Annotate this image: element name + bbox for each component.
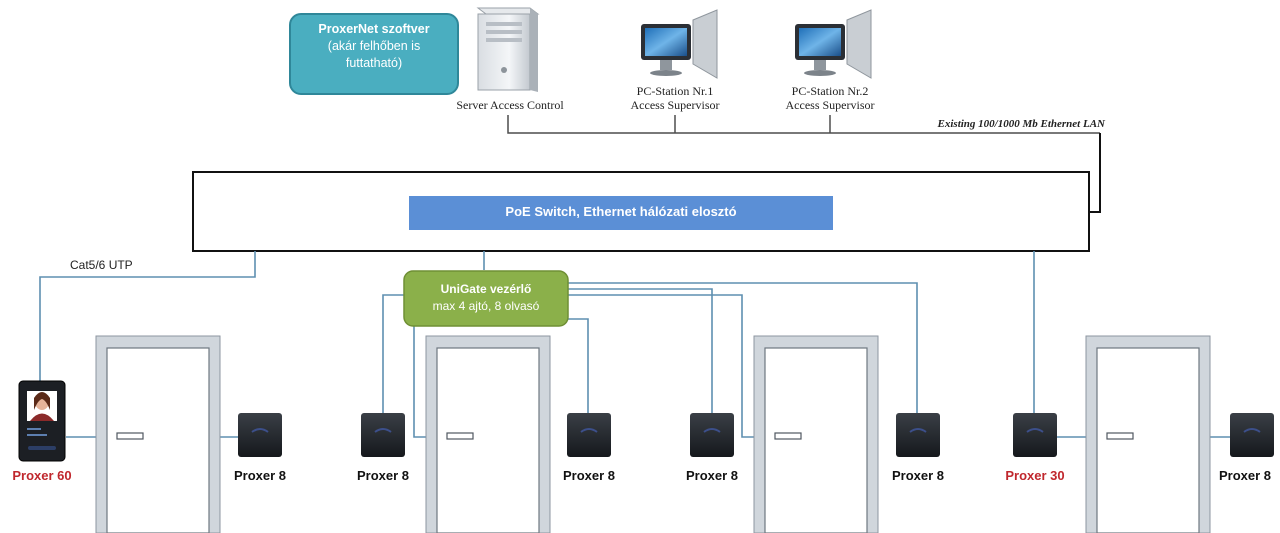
- door-1: [95, 335, 221, 533]
- proxer-reader-icon-5: [896, 413, 940, 457]
- pc-station-2-line-1: PC-Station Nr.2: [791, 84, 869, 98]
- proxer-reader-icon-4: [690, 413, 734, 457]
- server-label: Server Access Control: [456, 98, 564, 112]
- device-label-proxer-60: Proxer 60: [12, 468, 72, 483]
- device-wiring: [39, 251, 1232, 438]
- proxer-reader-icon-7: [1230, 413, 1274, 457]
- pc-station-1-line-1: PC-Station Nr.1: [636, 84, 714, 98]
- device-label-proxer-8: Proxer 8: [891, 468, 945, 483]
- software-box-text: ProxerNet szoftver (akár felhőben is fut…: [290, 21, 458, 72]
- switch-label-bar: [409, 196, 833, 230]
- software-line-3: futtatható): [345, 56, 403, 70]
- controller-title: UniGate vezérlő: [440, 282, 532, 296]
- device-label-proxer-8: Proxer 8: [1218, 468, 1272, 483]
- proxer-reader-icon-3: [567, 413, 611, 457]
- software-line-2: (akár felhőben is: [327, 39, 421, 53]
- software-box: [289, 13, 459, 95]
- switch-label: PoE Switch, Ethernet hálózati elosztó: [505, 204, 737, 219]
- door-3: [753, 335, 879, 533]
- proxer-60-terminal-icon: [18, 380, 66, 462]
- proxer-reader-icon-2: [361, 413, 405, 457]
- pc-station-2-line-2: Access Supervisor: [785, 98, 875, 112]
- pc-station-2-label: PC-Station Nr.2 Access Supervisor: [760, 84, 900, 112]
- pc-station-1-label: PC-Station Nr.1 Access Supervisor: [605, 84, 745, 112]
- proxer-reader-icon-1: [238, 413, 282, 457]
- door-2: [425, 335, 551, 533]
- device-label-proxer-8: Proxer 8: [685, 468, 739, 483]
- lan-wiring: [507, 115, 1101, 213]
- pc-station-2-icon: [795, 9, 872, 79]
- device-label-proxer-8: Proxer 8: [562, 468, 616, 483]
- controller-box: [403, 270, 569, 327]
- device-label-proxer-30: Proxer 30: [1005, 468, 1065, 483]
- proxer-reader-icon-6: [1013, 413, 1057, 457]
- server-tower-icon: [476, 7, 540, 92]
- software-title: ProxerNet szoftver: [318, 22, 430, 36]
- cable-label: Cat5/6 UTP: [70, 258, 133, 272]
- controller-text: UniGate vezérlő max 4 ajtó, 8 olvasó: [404, 281, 568, 315]
- pc-station-1-line-2: Access Supervisor: [630, 98, 720, 112]
- device-label-proxer-8: Proxer 8: [233, 468, 287, 483]
- lan-label: Existing 100/1000 Mb Ethernet LAN: [937, 118, 1105, 130]
- device-label-proxer-8: Proxer 8: [356, 468, 410, 483]
- controller-subtitle: max 4 ajtó, 8 olvasó: [432, 299, 540, 313]
- door-4: [1085, 335, 1211, 533]
- pc-station-1-icon: [641, 9, 718, 79]
